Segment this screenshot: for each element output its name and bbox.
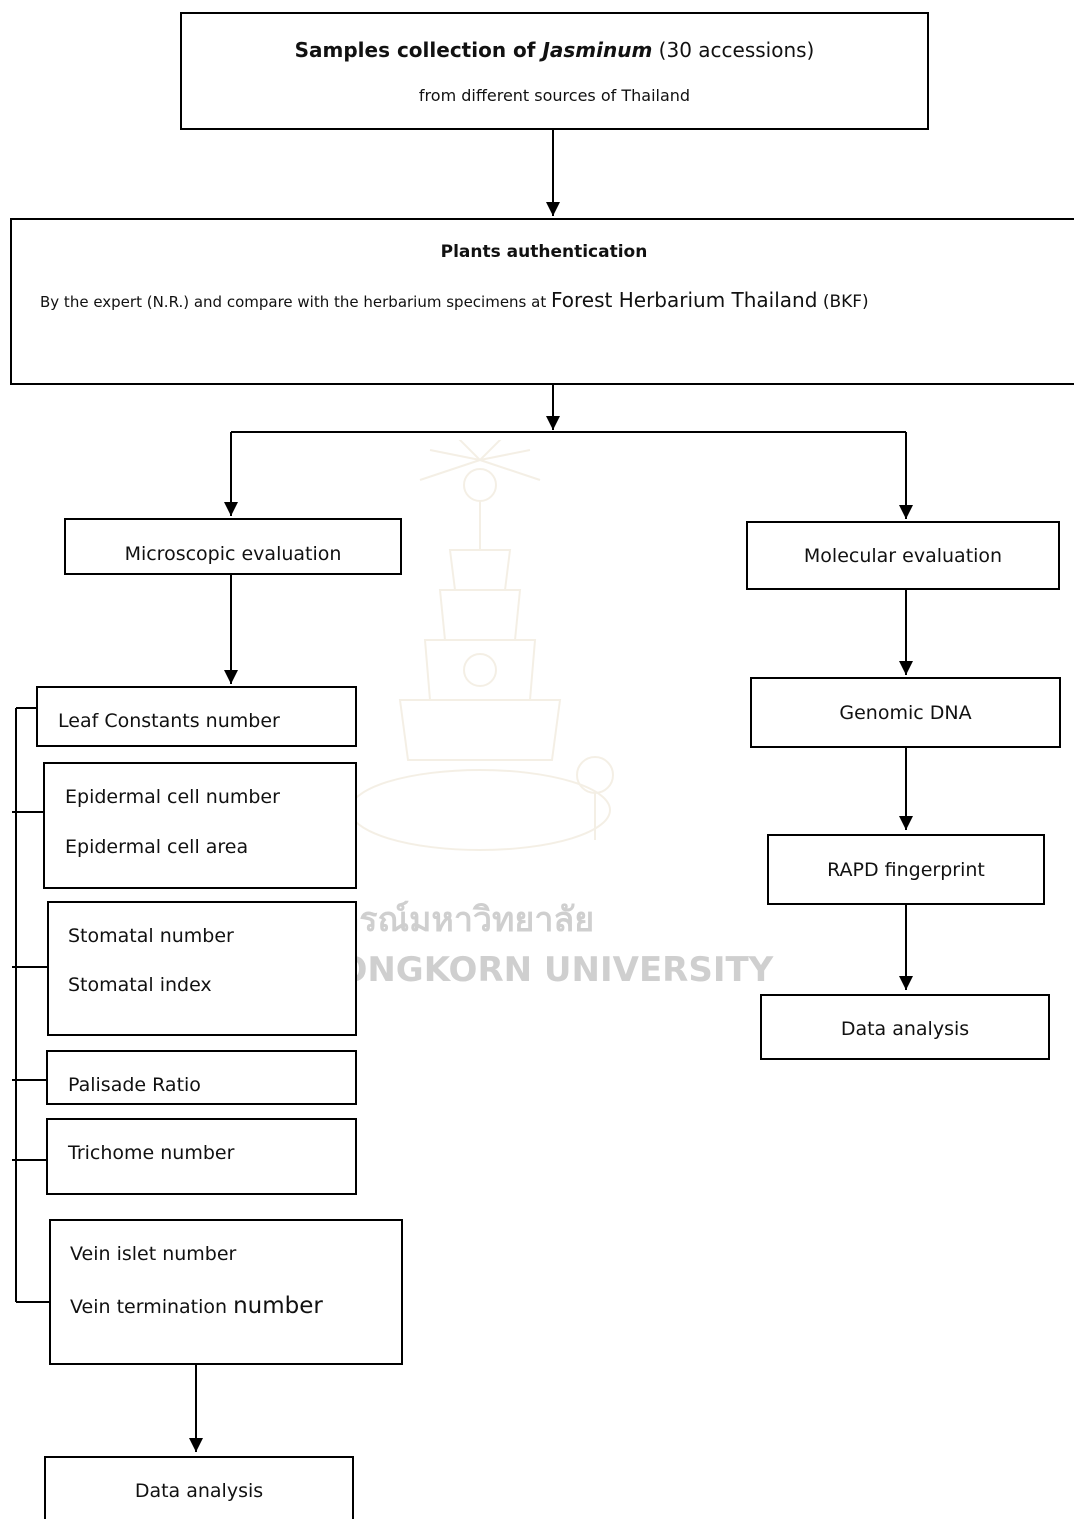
microscopic-evaluation-box: Microscopic evaluation (64, 518, 402, 575)
microscopic-data-analysis-box: Data analysis (44, 1456, 354, 1519)
rapd-fingerprint-box: RAPD fingerprint (767, 834, 1045, 905)
palisade-ratio-label: Palisade Ratio (68, 1074, 201, 1096)
trichome-box: Trichome number (46, 1118, 357, 1195)
rapd-fingerprint-label: RAPD fingerprint (827, 859, 985, 881)
genus-name: Jasminum (542, 38, 653, 62)
leaf-constants-label: Leaf Constants number (58, 710, 280, 732)
samples-collection-subtitle: from different sources of Thailand (418, 86, 691, 105)
molecular-evaluation-box: Molecular evaluation (746, 521, 1060, 590)
epidermal-box: Epidermal cell number Epidermal cell are… (43, 762, 357, 889)
plants-authentication-description: By the expert (N.R.) and compare with th… (40, 288, 869, 312)
vein-box: Vein islet number Vein termination numbe… (49, 1219, 403, 1365)
samples-collection-box: Samples collection of Jasminum (30 acces… (180, 12, 929, 130)
samples-collection-title: Samples collection of Jasminum (30 acces… (294, 38, 815, 62)
epidermal-cell-number-label: Epidermal cell number (65, 786, 280, 808)
stomatal-box: Stomatal number Stomatal index (47, 901, 357, 1036)
trichome-number-label: Trichome number (68, 1142, 235, 1164)
genomic-dna-label: Genomic DNA (839, 702, 972, 724)
genomic-dna-box: Genomic DNA (750, 677, 1061, 748)
microscopic-data-analysis-label: Data analysis (134, 1480, 264, 1502)
vein-termination-number-label: Vein termination number (70, 1293, 323, 1319)
molecular-evaluation-label: Molecular evaluation (803, 545, 1003, 567)
molecular-data-analysis-label: Data analysis (840, 1018, 970, 1040)
vein-islet-number-label: Vein islet number (70, 1243, 237, 1265)
microscopic-evaluation-label: Microscopic evaluation (124, 543, 342, 565)
stomatal-index-label: Stomatal index (68, 974, 212, 996)
palisade-ratio-box: Palisade Ratio (46, 1050, 357, 1105)
plants-authentication-title: Plants authentication (440, 242, 648, 262)
epidermal-cell-area-label: Epidermal cell area (65, 836, 249, 858)
watermark-latin-text: LONGKORN UNIVERSITY (318, 950, 774, 990)
leaf-constants-box: Leaf Constants number (36, 686, 357, 747)
watermark-thai-text: งกรณ์มหาวิทยาลัย (322, 900, 595, 940)
molecular-data-analysis-box: Data analysis (760, 994, 1050, 1060)
stomatal-number-label: Stomatal number (68, 925, 234, 947)
plants-authentication-box: Plants authentication By the expert (N.R… (10, 218, 1074, 385)
